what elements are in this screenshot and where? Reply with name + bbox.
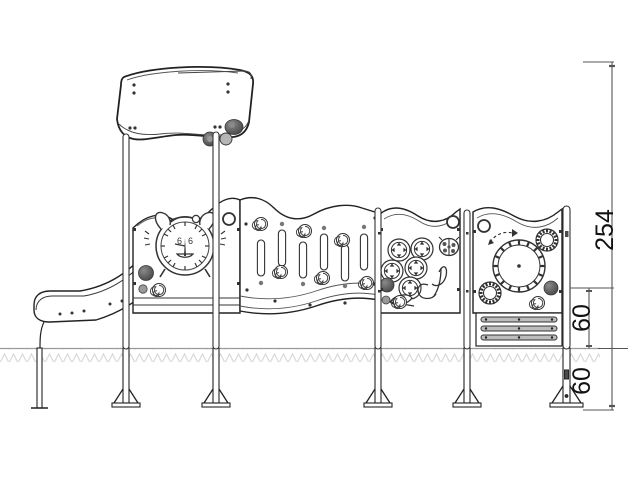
dimension-lines — [570, 61, 628, 411]
panel-alarm-clock: 6 6 — [132, 197, 241, 314]
lower-60-label: 60 — [568, 367, 596, 395]
panel-flowers-ladybug — [379, 207, 461, 314]
step-rung — [480, 316, 558, 323]
panel-raindrops — [239, 196, 379, 315]
upper-60-label: 60 — [568, 304, 596, 332]
vertical-posts — [31, 347, 584, 409]
post-footing — [452, 347, 482, 408]
overall-height-label: 254 — [591, 209, 619, 251]
ground-line — [0, 347, 600, 362]
large-gear-icon — [492, 239, 546, 293]
post-footing — [111, 347, 141, 408]
svg-text:6: 6 — [188, 236, 193, 246]
step-rung — [480, 325, 558, 332]
climbing-steps — [475, 312, 563, 347]
panel-gears — [472, 206, 563, 314]
post-above-ground — [122, 131, 571, 350]
canopy-roof — [116, 66, 255, 147]
step-rung — [480, 334, 558, 341]
ladybug-icon — [438, 236, 460, 257]
arrow-arc-icon — [489, 231, 513, 243]
leaf-sprig-icon — [417, 266, 448, 300]
svg-text:6: 6 — [177, 236, 182, 246]
alarm-clock-icon: 6 6 — [143, 211, 227, 278]
dimension-labels: 254 60 60 — [568, 209, 619, 395]
canopy-bolts — [128, 82, 230, 130]
